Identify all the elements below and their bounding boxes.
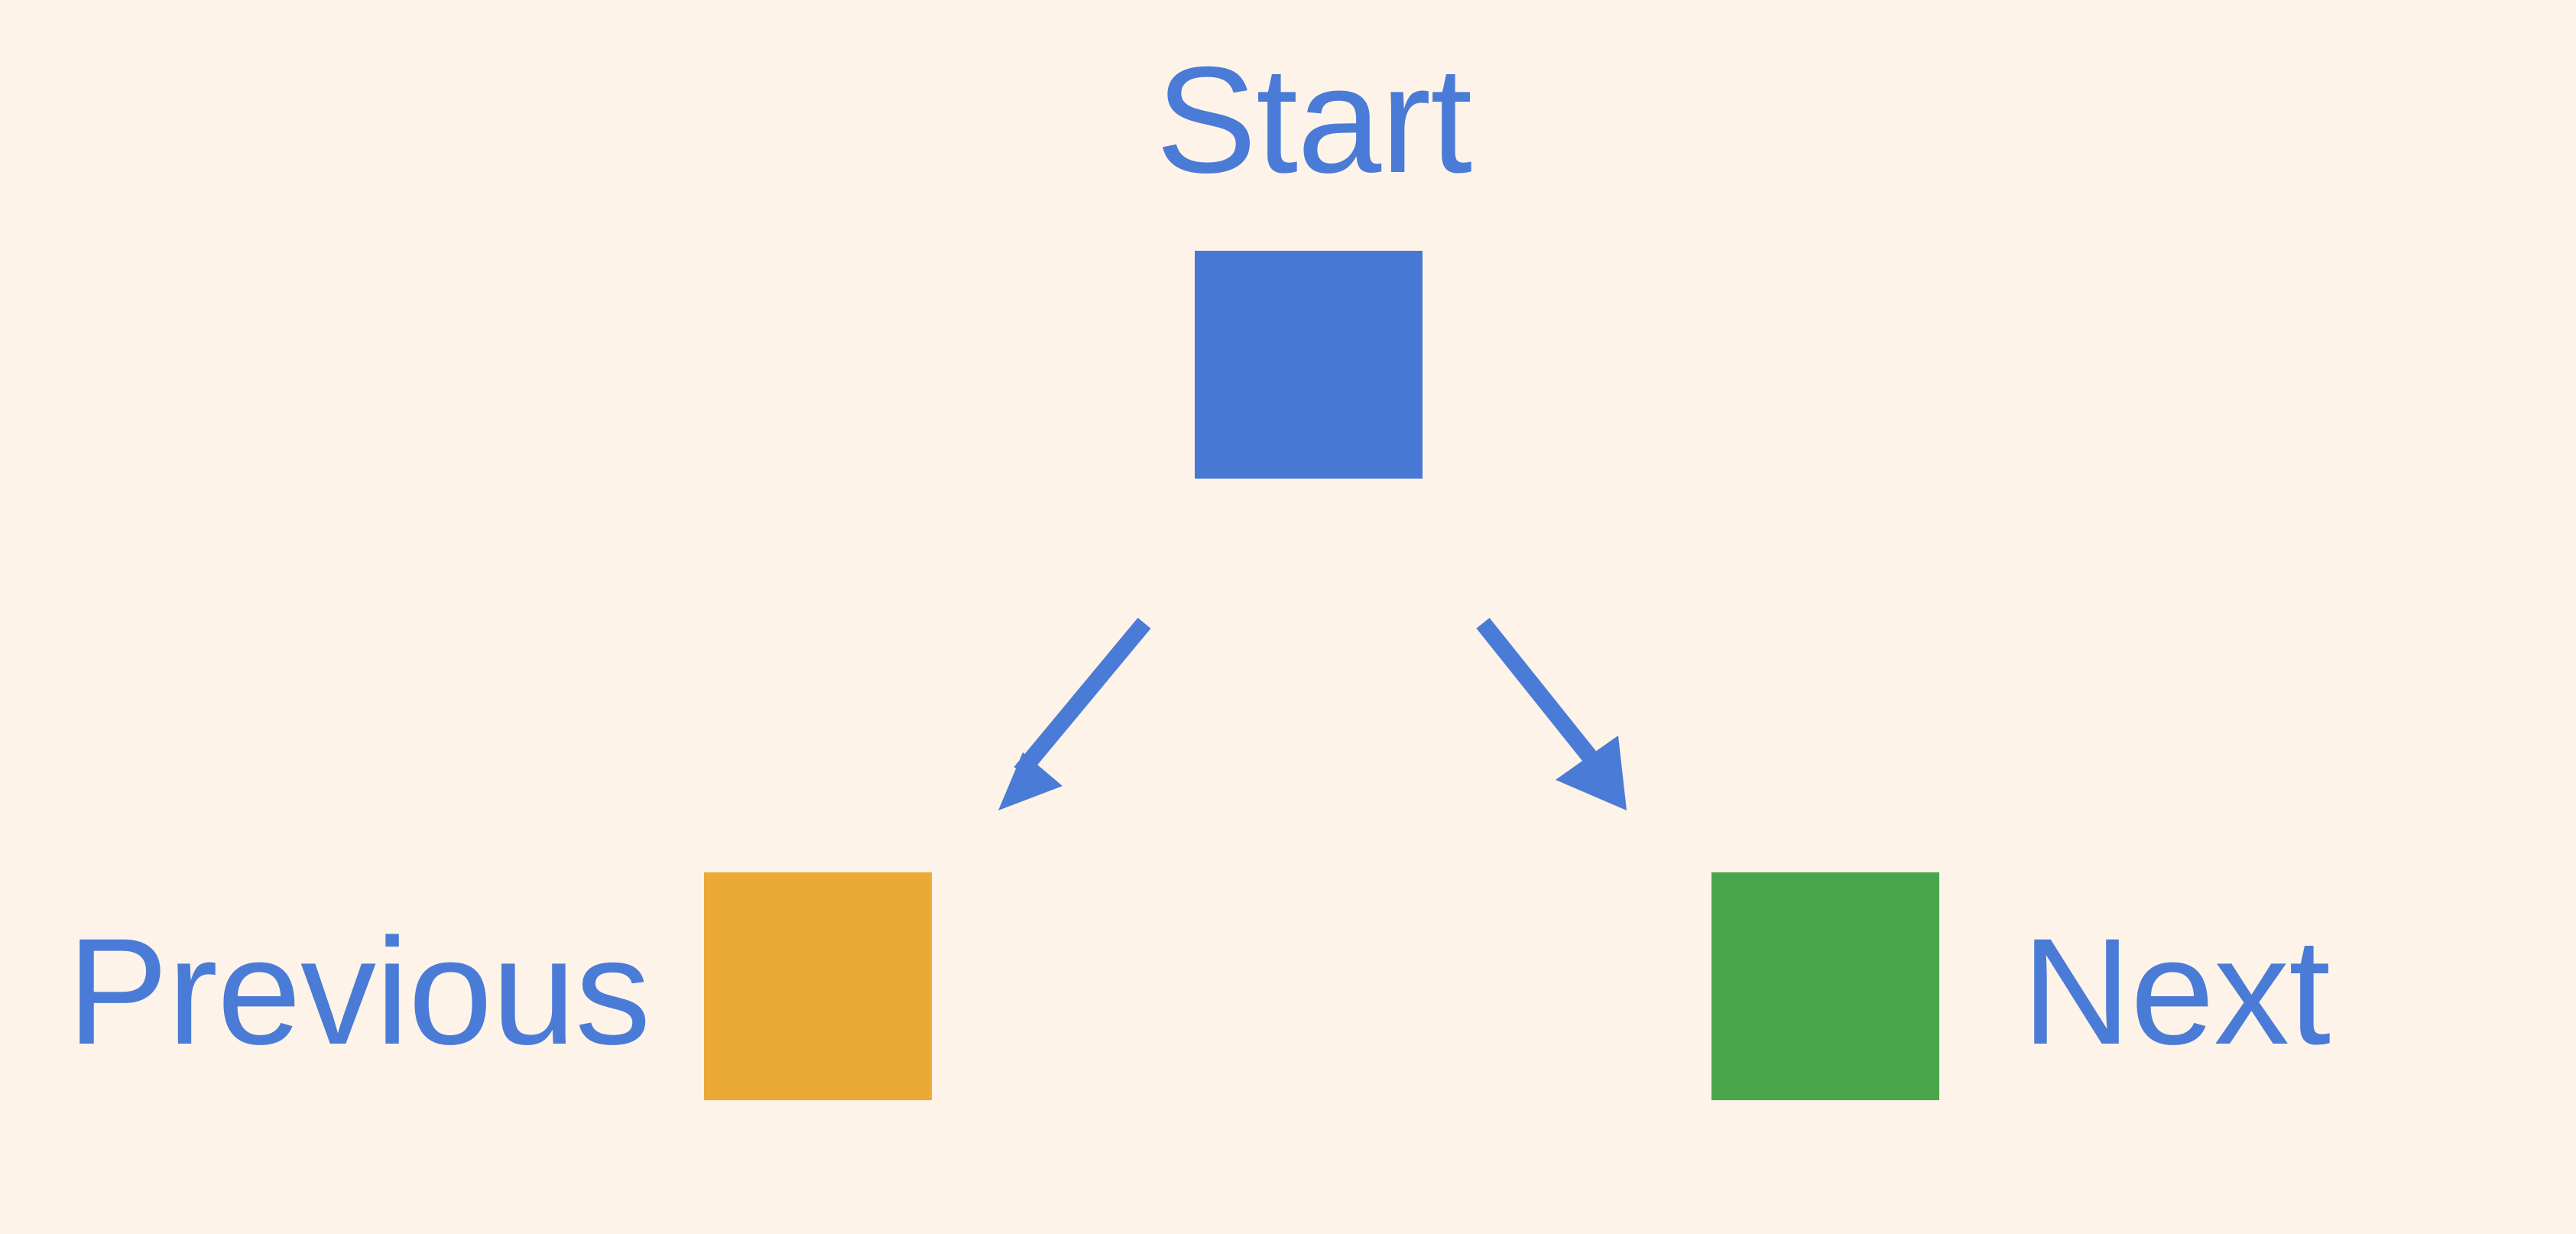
arrow-start-to-next-head [1556,736,1627,810]
previous-label: Previous [67,907,650,1076]
next-label: Next [2022,907,2331,1076]
start-node [1195,251,1423,479]
arrow-start-to-previous-shaft [1014,617,1151,778]
arrow-start-to-previous [998,617,1151,810]
next-node [1711,872,1939,1100]
arrow-start-to-previous-head [998,752,1063,810]
previous-node [704,872,932,1100]
arrow-start-to-next-shaft [1476,618,1606,774]
arrow-start-to-next [1476,618,1627,810]
start-label: Start [1156,35,1472,204]
